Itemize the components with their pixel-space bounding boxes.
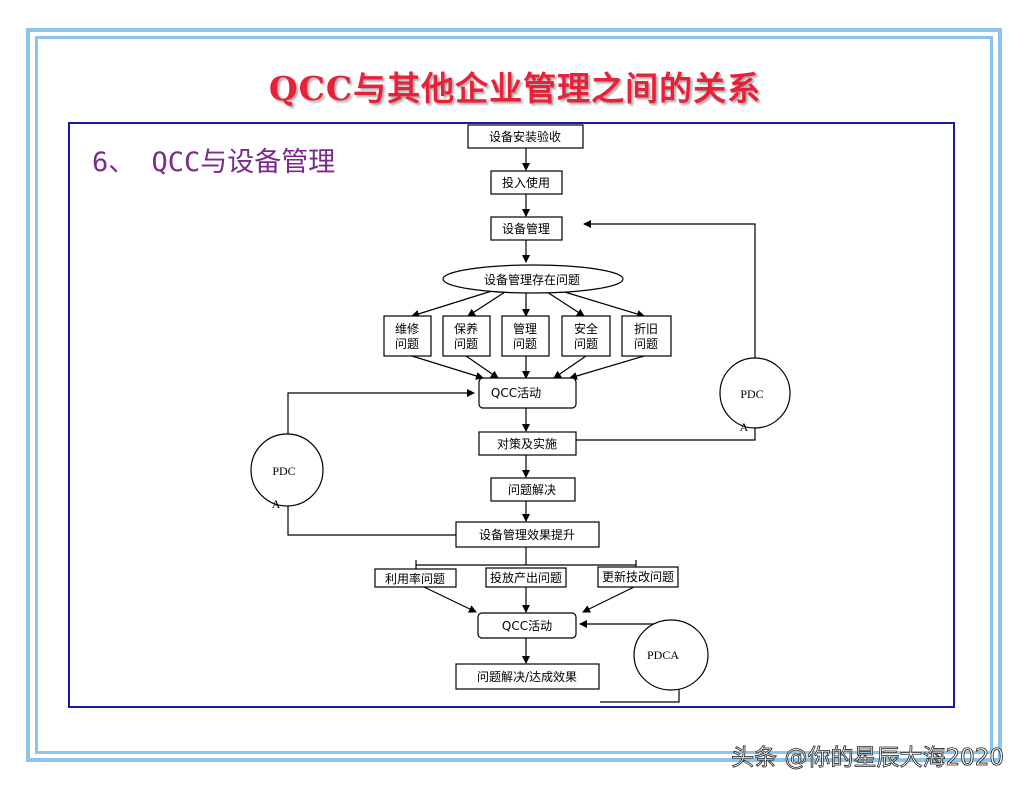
- node-solve: [490, 477, 576, 502]
- label-use: 投入使用: [502, 175, 550, 190]
- node-manage-issue: [501, 315, 550, 357]
- node-improve: [455, 521, 600, 548]
- node-qcc1: [478, 377, 577, 409]
- node-repair-issue: [383, 315, 432, 357]
- label-p1b: 问题: [395, 337, 419, 351]
- label-util: 利用率问题: [385, 571, 445, 586]
- label-improve: 设备管理效果提升: [479, 527, 575, 542]
- node-result: [455, 663, 600, 690]
- node-qcc2: [477, 612, 577, 639]
- node-install: [467, 124, 584, 149]
- node-use: [490, 170, 563, 195]
- content-frame: [68, 122, 955, 708]
- node-issues: [442, 264, 624, 294]
- label-mgmt: 设备管理: [502, 221, 550, 236]
- label-p1a: 维修: [395, 321, 419, 336]
- label-measures: 对策及实施: [497, 436, 557, 451]
- label-issues: 设备管理存在问题: [484, 272, 580, 287]
- label-renew: 更新技改问题: [602, 569, 674, 584]
- node-measures: [478, 431, 577, 456]
- slide-inner-frame: [35, 36, 993, 754]
- label-pdc-right: PDC: [740, 387, 763, 401]
- label-install: 设备安装验收: [489, 129, 561, 144]
- label-p4b: 问题: [574, 337, 598, 351]
- label-p3a: 管理: [513, 321, 537, 336]
- label-p3b: 问题: [513, 337, 537, 351]
- label-solve: 问题解决: [508, 483, 556, 497]
- label-p4a: 安全: [574, 321, 598, 336]
- label-pdc-right-a: A: [740, 420, 749, 434]
- section-subtitle: 6、 QCC与设备管理: [92, 147, 336, 178]
- slide-outer-frame: [26, 28, 1002, 762]
- source-watermark: 头条 @你的星辰大海2020: [731, 745, 1005, 772]
- pdc-cycle-right: [719, 357, 791, 429]
- pdca-cycle-bottom: [633, 619, 709, 691]
- node-output: [485, 567, 567, 588]
- label-pdc-left-a: A: [272, 497, 281, 511]
- label-p5b: 问题: [634, 337, 658, 351]
- label-p2b: 问题: [454, 337, 478, 351]
- pdc-cycle-left: [250, 433, 324, 507]
- label-p2a: 保养: [454, 321, 478, 336]
- label-qcc1: QCC活动: [491, 386, 541, 400]
- label-pdca-bottom: PDCA: [647, 648, 679, 662]
- label-pdc-left: PDC: [272, 464, 295, 478]
- node-safety-issue: [561, 315, 611, 357]
- label-qcc2: QCC活动: [502, 619, 552, 633]
- node-depreciation-issue: [621, 315, 672, 357]
- slide-title: QCC与其他企业管理之间的关系: [268, 69, 762, 108]
- label-result: 问题解决/达成效果: [477, 669, 577, 684]
- node-renew: [597, 566, 679, 588]
- label-output: 投放产出问题: [490, 570, 562, 585]
- label-p5a: 折旧: [634, 321, 658, 336]
- node-util: [374, 568, 457, 588]
- node-maintain-issue: [442, 315, 491, 357]
- node-mgmt: [490, 216, 563, 241]
